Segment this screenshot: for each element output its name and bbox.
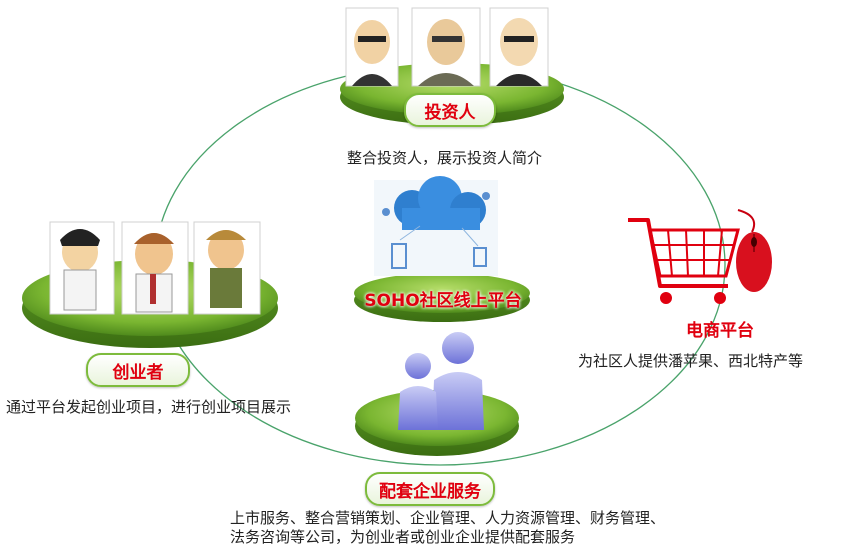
entrepreneur-platform xyxy=(22,221,278,348)
investor-portrait-icon xyxy=(345,7,399,87)
computer-mouse-icon xyxy=(736,209,772,292)
investor-portrait-icon xyxy=(411,7,481,87)
cloud-network-icon xyxy=(374,176,498,276)
entrepreneur-portrait-icon xyxy=(49,221,115,315)
services-title: 配套企业服务 xyxy=(365,472,495,506)
people-icon xyxy=(398,332,484,430)
investor-platform xyxy=(340,7,564,125)
entrepreneur-portrait-icon xyxy=(121,221,189,315)
ecommerce-title: 电商平台 xyxy=(686,321,754,341)
services-description-line1: 上市服务、整合营销策划、企业管理、人力资源管理、财务管理、 xyxy=(230,509,666,527)
investor-title: 投资人 xyxy=(404,93,496,127)
investor-description: 整合投资人，展示投资人简介 xyxy=(347,149,543,167)
shopping-cart-icon xyxy=(628,218,740,304)
services-description-line2: 法务咨询等公司，为创业者或创业企业提供配套服务 xyxy=(230,528,576,546)
entrepreneur-portrait-icon xyxy=(193,221,261,315)
ecommerce-description: 为社区人提供潘苹果、西北特产等 xyxy=(578,352,804,370)
investor-portrait-icon xyxy=(489,7,549,87)
entrepreneur-title: 创业者 xyxy=(86,353,190,387)
platform-title: SOHO社区线上平台 xyxy=(364,291,522,311)
central-platform xyxy=(354,176,530,322)
entrepreneur-description: 通过平台发起创业项目，进行创业项目展示 xyxy=(6,398,292,416)
services-platform xyxy=(355,332,519,456)
